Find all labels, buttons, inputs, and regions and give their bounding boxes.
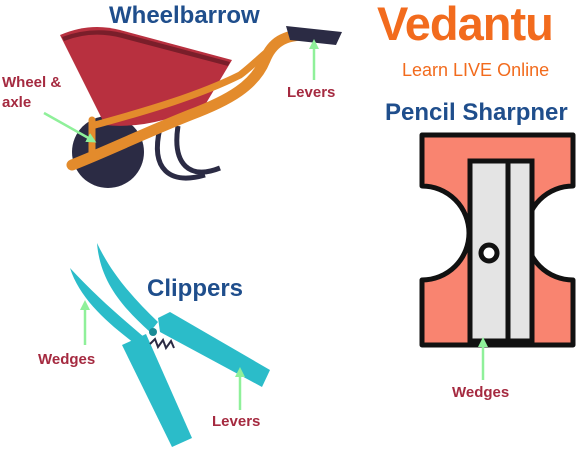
- clipper-blade-upper: [97, 243, 158, 332]
- clipper-blade-lower: [70, 268, 145, 346]
- brand-logo-wordmark: Vedantu: [377, 0, 554, 50]
- wheelbarrow-handle: [286, 26, 342, 45]
- wheelbarrow-illustration: [43, 26, 342, 188]
- label-wheelbarrow-levers: Levers: [287, 84, 336, 101]
- clipper-spring: [149, 337, 175, 351]
- label-wheel-axle-line1: Wheel &: [2, 74, 62, 91]
- clippers-illustration: [70, 243, 270, 447]
- sharpener-screw: [478, 242, 500, 264]
- label-wheel-axle-line2: axle: [2, 94, 32, 111]
- clipper-pivot: [149, 328, 157, 336]
- label-clippers-wedges: Wedges: [38, 351, 96, 368]
- wheelbarrow-tray-shade: [62, 30, 230, 66]
- wheelbarrow-stand-2: [174, 125, 221, 175]
- wheelbarrow-title: Wheelbarrow: [109, 2, 260, 29]
- wheelbarrow-stand: [154, 127, 206, 181]
- label-sharpener-wedges: Wedges: [452, 384, 510, 401]
- clipper-handle-lower: [122, 334, 192, 447]
- label-clippers-levers: Levers: [212, 413, 261, 430]
- pencil-sharpener-illustration: [419, 132, 576, 380]
- brand-logo-tagline: Learn LIVE Online: [402, 60, 550, 80]
- clipper-handle-upper: [158, 312, 270, 387]
- clippers-title: Clippers: [147, 275, 244, 302]
- pencil-sharpener-title: Pencil Sharpner: [385, 99, 568, 126]
- arrow-wheel-axle: [43, 111, 97, 143]
